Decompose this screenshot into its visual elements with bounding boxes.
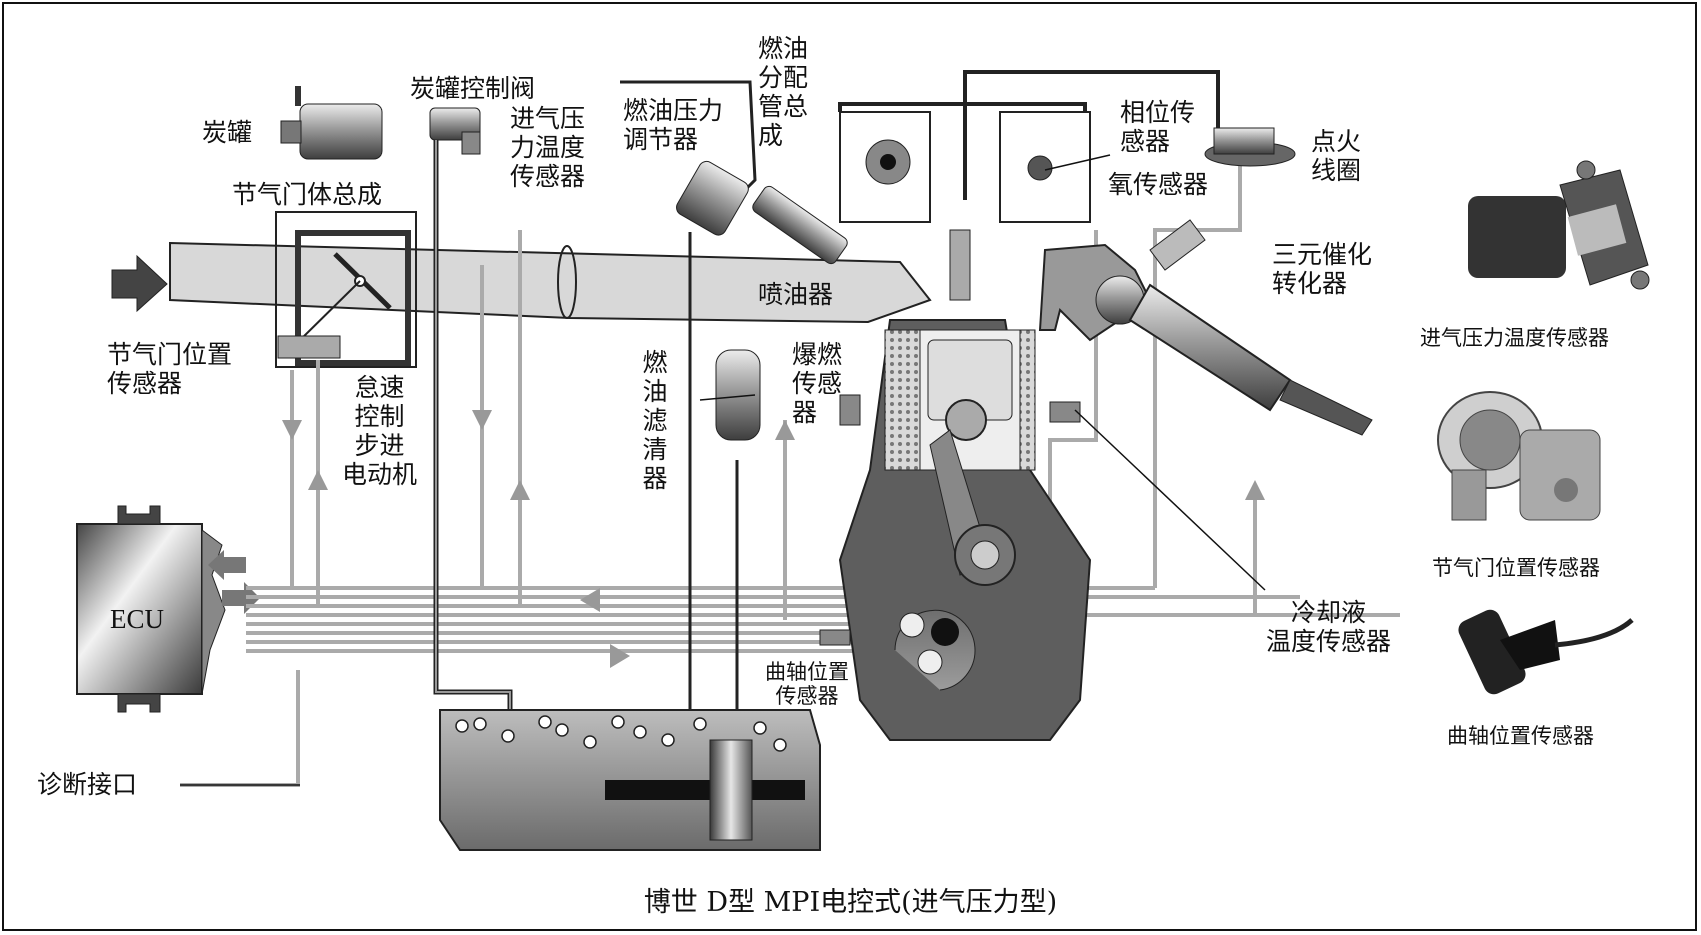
photo-intake-pressure-sensor: [1468, 160, 1650, 290]
cylinder-head: [838, 70, 1220, 301]
label-intake-pressure-temp-sensor: 进气压 力温度 传感器: [510, 104, 586, 191]
canister-control-valve: [429, 107, 481, 155]
photo-label-intake-pressure: 进气压力温度传感器: [1420, 326, 1609, 350]
exhaust-manifold: [1038, 243, 1152, 342]
label-coolant-temp-sensor: 冷却液 温度传感器: [1266, 598, 1392, 656]
label-throttle-body: 节气门体总成: [232, 180, 383, 209]
label-oxygen-sensor: 氧传感器: [1108, 170, 1209, 199]
leader-lines: [180, 154, 1266, 786]
label-fuel-pressure-regulator: 燃油压力 调节器: [623, 96, 724, 154]
air-inflow-arrow: [111, 254, 168, 313]
label-canister: 炭罐: [202, 118, 253, 147]
throttle-body: [275, 211, 417, 368]
label-knock-sensor: 爆燃 传感 器: [792, 340, 843, 427]
photo-label-throttle: 节气门位置传感器: [1432, 556, 1600, 580]
canister: [280, 86, 383, 160]
engine-block: [819, 319, 1092, 741]
label-throttle-position-sensor: 节气门位置 传感器: [107, 340, 233, 398]
intake-manifold: [169, 241, 932, 324]
label-diagnostic-port: 诊断接口: [37, 770, 138, 799]
ignition-coil: [1204, 127, 1296, 167]
photo-throttle-body: [1437, 391, 1601, 521]
label-fuel-filter: 燃油滤清器: [642, 348, 668, 493]
photo-crank-position-sensor: [1458, 609, 1634, 695]
label-idle-control-motor: 怠速 控制 步进 电动机: [342, 373, 418, 489]
label-injector: 喷油器: [758, 280, 834, 309]
label-catalytic-converter: 三元催化 转化器: [1272, 240, 1373, 298]
label-canister-control-valve: 炭罐控制阀: [410, 74, 536, 103]
label-fuel-rail: 燃油 分配 管总 成: [758, 34, 809, 150]
wire-arrows: [282, 410, 1265, 668]
fuel-system: [433, 80, 848, 740]
figure-caption: 博世 D型 MPI电控式(进气压力型): [643, 887, 1058, 918]
label-crank-position-sensor: 曲轴位置 传感器: [765, 660, 849, 708]
fuel-tank: [439, 709, 821, 851]
ecu-box: [76, 505, 260, 713]
ecu-label: ECU: [110, 604, 164, 634]
catalytic-converter: [1128, 219, 1373, 436]
label-phase-sensor: 相位传 感器: [1120, 98, 1196, 156]
photo-label-crank: 曲轴位置传感器: [1447, 724, 1594, 748]
label-ignition-coil: 点火 线圈: [1311, 127, 1362, 185]
